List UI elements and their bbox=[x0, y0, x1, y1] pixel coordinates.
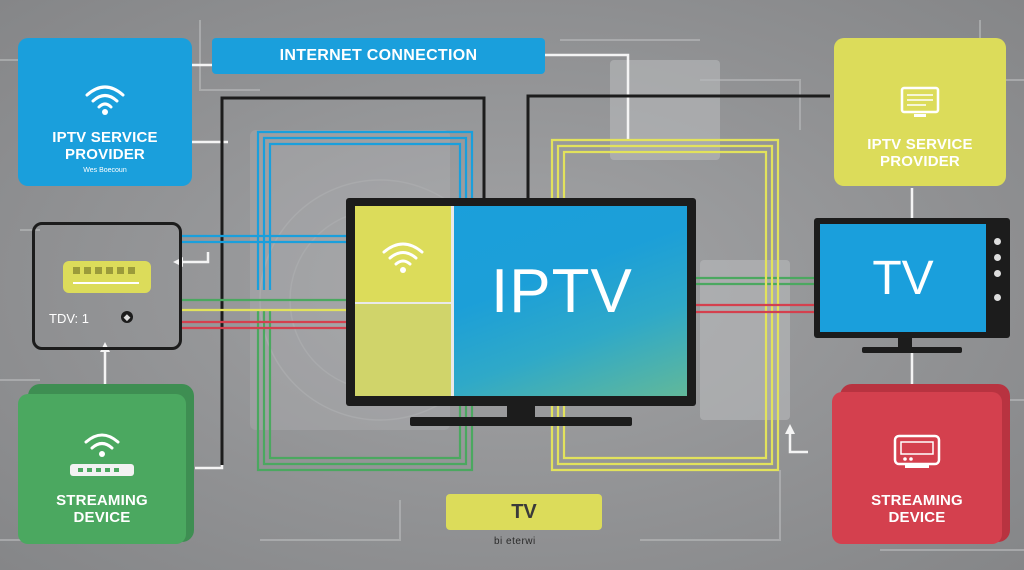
provider-left-caption: Wes Boecoun bbox=[83, 167, 127, 174]
provider-right-label-line2: PROVIDER bbox=[880, 153, 960, 170]
router-box: TDV: 1 ◆ bbox=[32, 222, 182, 350]
side-tv-label: TV bbox=[872, 251, 934, 305]
set-top-box-icon bbox=[893, 434, 941, 468]
monitor-icon bbox=[900, 86, 940, 117]
side-tv-button bbox=[994, 238, 1001, 245]
bottom-tv-label: TV bbox=[511, 500, 537, 523]
bottom-tv-box: TV bbox=[446, 494, 602, 530]
internet-connection-banner: INTERNET CONNECTION bbox=[212, 38, 545, 74]
side-tv-button bbox=[994, 254, 1001, 261]
internet-connection-label: INTERNET CONNECTION bbox=[279, 47, 478, 64]
wifi-icon bbox=[85, 85, 125, 115]
streaming-device-right: STREAMING DEVICE bbox=[832, 392, 1002, 544]
provider-right-label-line1: IPTV SERVICE bbox=[867, 136, 973, 153]
side-tv-button bbox=[994, 270, 1001, 277]
router-label: TDV: 1 bbox=[49, 311, 89, 326]
side-tv-stand-base bbox=[862, 347, 962, 353]
side-tv-screen: TV bbox=[820, 224, 986, 332]
router-icon bbox=[63, 261, 151, 293]
bottom-tv-caption: bi eterwi bbox=[494, 536, 536, 547]
screen-divider bbox=[451, 206, 454, 396]
center-tv: IPTV bbox=[346, 198, 696, 406]
center-tv-stand-neck bbox=[507, 406, 535, 418]
side-tv-button bbox=[994, 294, 1001, 301]
streaming-left-label-line2: DEVICE bbox=[73, 509, 131, 526]
side-tv: TV bbox=[814, 218, 1010, 338]
center-tv-screen: IPTV bbox=[355, 206, 687, 396]
provider-left-label-line1: IPTV SERVICE bbox=[52, 129, 158, 146]
iptv-screen-label: IPTV bbox=[491, 257, 633, 326]
streaming-device-left: STREAMING DEVICE bbox=[18, 394, 186, 544]
center-tv-stand-base bbox=[410, 417, 632, 426]
provider-left-label-line2: PROVIDER bbox=[65, 146, 145, 163]
screen-yellow-panel-bottom bbox=[355, 304, 451, 396]
wifi-router-icon bbox=[70, 433, 134, 476]
wifi-icon bbox=[382, 242, 424, 273]
iptv-provider-left: IPTV SERVICE PROVIDER Wes Boecoun bbox=[18, 38, 192, 186]
iptv-provider-right: IPTV SERVICE PROVIDER bbox=[834, 38, 1006, 186]
router-pin-icon: ◆ bbox=[121, 311, 133, 323]
streaming-right-label-line2: DEVICE bbox=[888, 509, 946, 526]
side-tv-stand-neck bbox=[898, 338, 912, 348]
streaming-left-label-line1: STREAMING bbox=[56, 492, 148, 509]
screen-divider-h bbox=[355, 302, 451, 304]
streaming-right-label-line1: STREAMING bbox=[871, 492, 963, 509]
